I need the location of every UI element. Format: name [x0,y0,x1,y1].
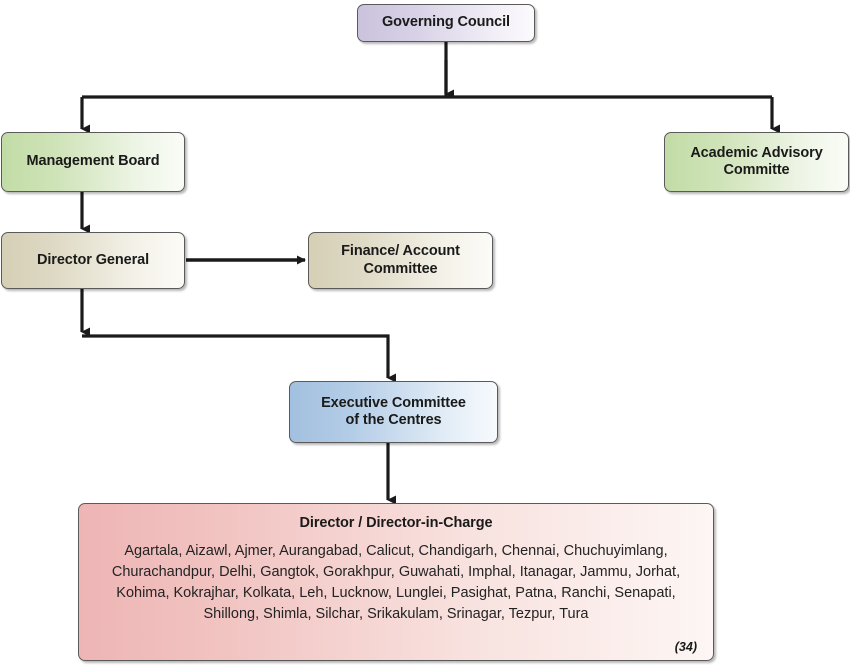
node-governing-council-label: Governing Council [381,14,510,31]
node-director-in-charge-label: Director / Director-in-Charge [299,515,493,531]
connector-elbow-to-executive [82,334,396,383]
node-executive-committee-of-the-centres[interactable]: Executive Committee of the Centres [289,381,498,443]
node-management-board[interactable]: Management Board [1,132,185,192]
node-director-general[interactable]: Director General [1,232,185,289]
node-director-in-charge[interactable]: Director / Director-in-Charge Agartala, … [78,503,714,661]
node-finance-account-committee[interactable]: Finance/ Account Committee [308,232,493,289]
node-finance-account-committee-label: Finance/ Account Committee [341,243,460,277]
node-executive-committee-label: Executive Committee of the Centres [321,394,466,428]
node-director-general-label: Director General [36,251,150,268]
node-academic-advisory-committee[interactable]: Academic Advisory Committe [664,132,849,192]
node-management-board-label: Management Board [26,153,160,170]
node-academic-advisory-committee-label: Academic Advisory Committe [690,144,823,178]
node-governing-council[interactable]: Governing Council [357,4,535,42]
centres-list: Agartala, Aizawl, Ajmer, Aurangabad, Cal… [111,543,681,623]
centres-count-badge: (34) [674,640,697,654]
